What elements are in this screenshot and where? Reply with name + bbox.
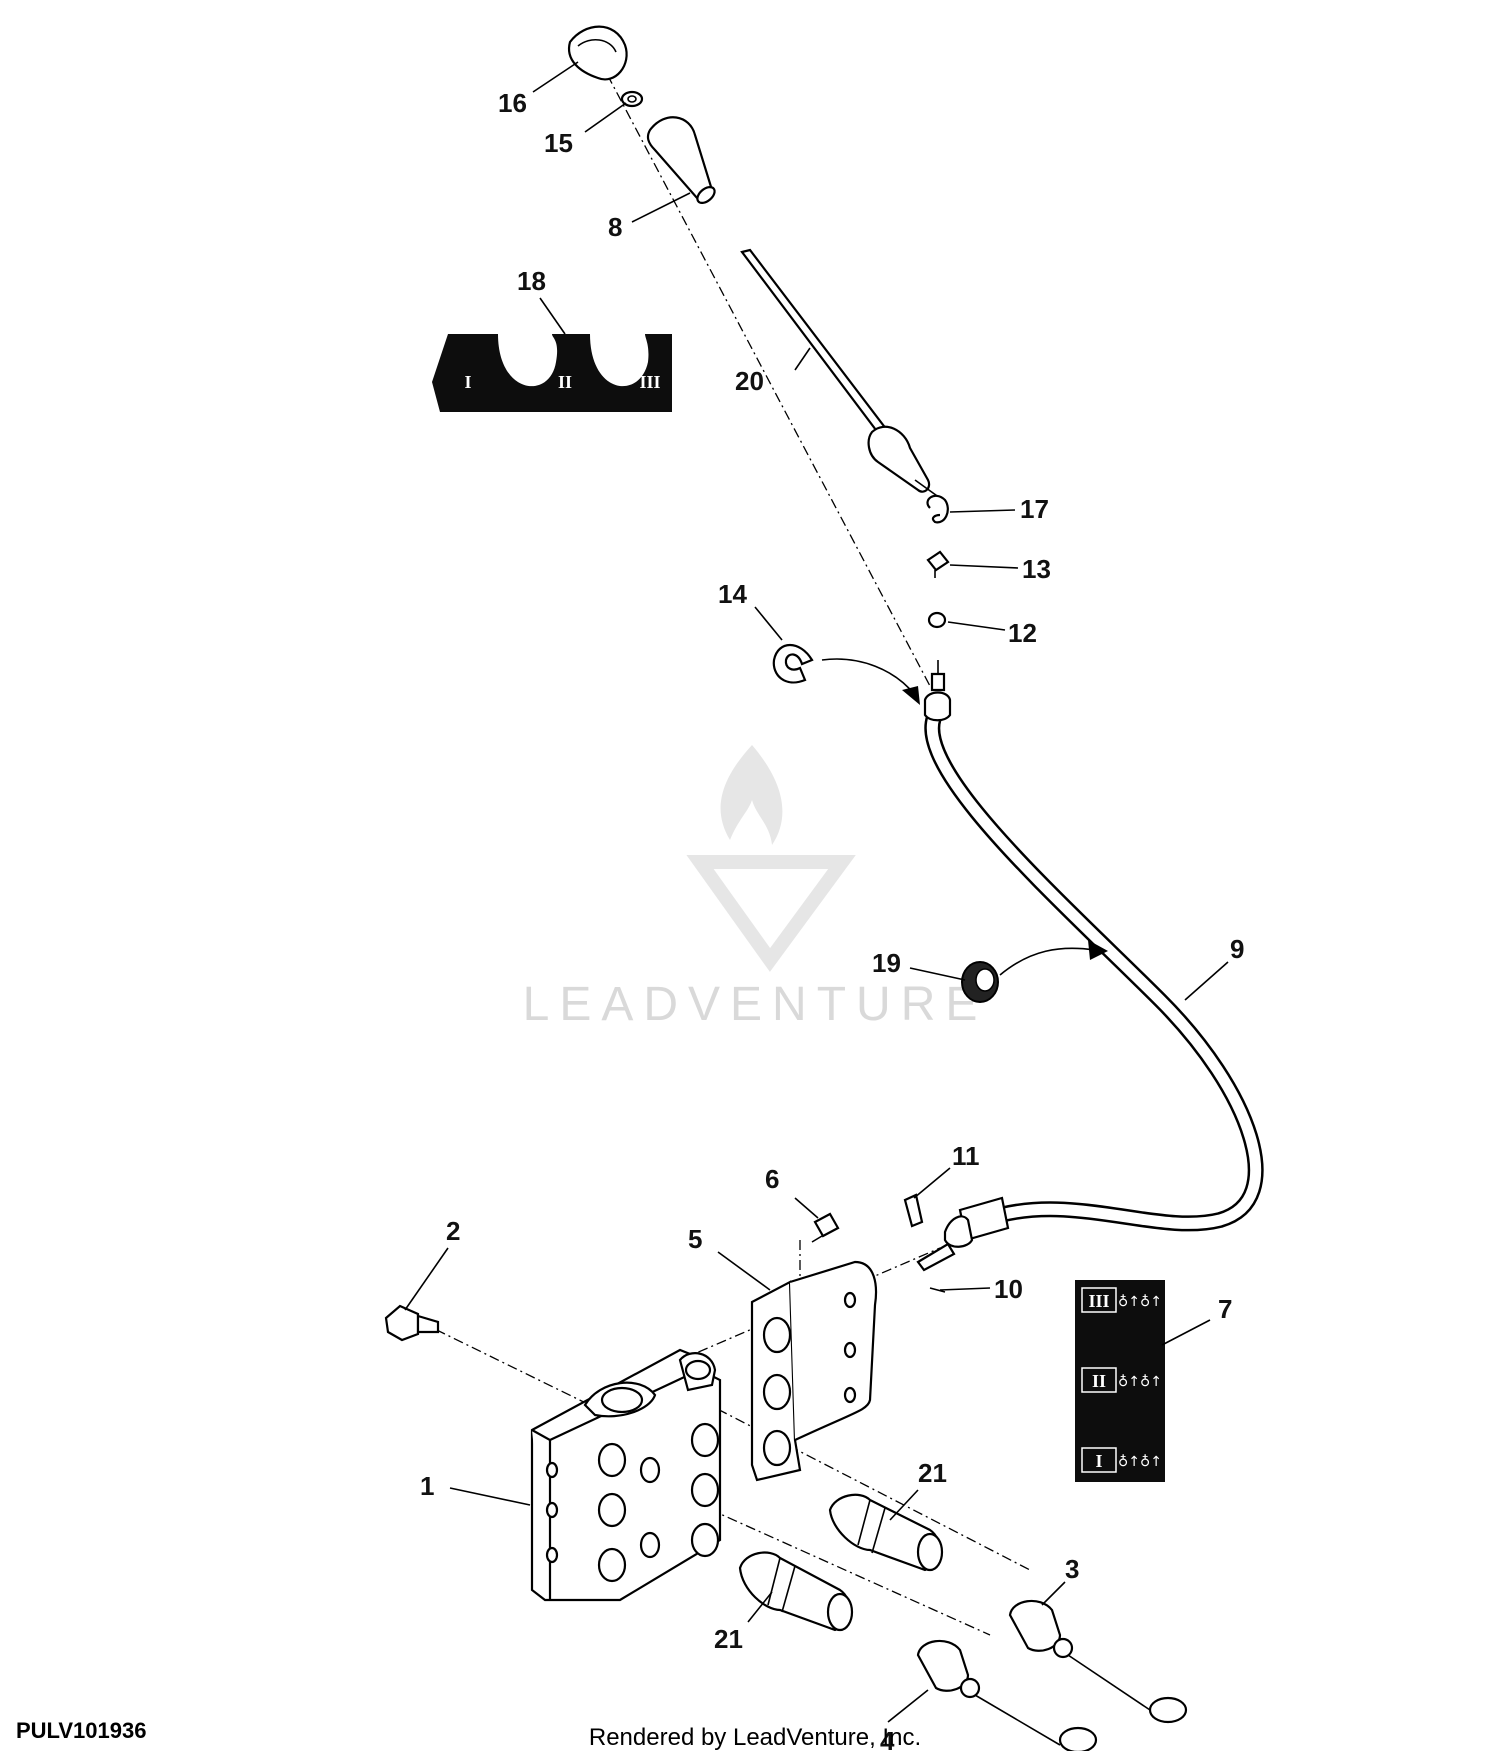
- callout-17: 17: [1020, 494, 1049, 524]
- part-14-retaining-clip: [772, 644, 814, 684]
- decal-7-roman-2: II: [1092, 1371, 1106, 1391]
- rendered-by: Rendered by LeadVenture, Inc.: [589, 1724, 921, 1751]
- part-19-grommet: [961, 961, 999, 1003]
- part-9-cable: [916, 660, 1264, 1272]
- arrow-19-to-cable: [999, 947, 1096, 976]
- callout-20: 20: [735, 366, 764, 396]
- arrow-head-14: [902, 686, 920, 705]
- part-6-bolt: [811, 1212, 840, 1243]
- part-10-cotter: [929, 1287, 946, 1293]
- callout-14: 14: [718, 579, 747, 609]
- part-12-washer: [927, 611, 947, 629]
- arrow-14-to-cable: [821, 658, 916, 696]
- callout-12: 12: [1008, 618, 1037, 648]
- callout-10: 10: [994, 1274, 1023, 1304]
- arrow-head-19: [1088, 940, 1108, 960]
- part-4-dust-cap: [916, 1639, 1098, 1751]
- diagram-id: PULV101936: [16, 1718, 146, 1743]
- leader-lines: [404, 61, 1229, 1723]
- part-20-lever-rod: [740, 248, 941, 499]
- decal-18-roman-3: III: [639, 372, 660, 392]
- callout-21-upper: 21: [918, 1458, 947, 1488]
- callout-7: 7: [1218, 1294, 1232, 1324]
- part-5-bracket: [750, 1260, 878, 1482]
- part-3-dust-cap: [1008, 1599, 1188, 1724]
- decal-7-roman-1: I: [1095, 1451, 1102, 1471]
- callout-15: 15: [544, 128, 573, 158]
- decal-7-symbol-3: ♁↑♁↑: [1118, 1294, 1162, 1310]
- decal-18-roman-1: I: [464, 372, 471, 392]
- watermark-logo: [686, 745, 856, 972]
- callout-6: 6: [765, 1164, 779, 1194]
- decal-7-symbol-1: ♁↑♁↑: [1118, 1454, 1162, 1470]
- callout-3: 3: [1065, 1554, 1079, 1584]
- decal-18-roman-2: II: [558, 372, 572, 392]
- decal-7-symbol-2: ♁↑♁↑: [1118, 1374, 1162, 1390]
- callout-2: 2: [446, 1216, 460, 1246]
- part-16-knob-cap: [567, 25, 628, 81]
- callout-19: 19: [872, 948, 901, 978]
- part-1-valve-body: [530, 1348, 722, 1602]
- watermark: LEADVENTURE: [523, 745, 988, 1031]
- part-11-pin: [903, 1193, 924, 1228]
- callouts: 16 15 8 18 20 17 13 12 14 19 9 11 10 6 5…: [420, 88, 1244, 1751]
- part-18-decal: I II III: [432, 334, 672, 412]
- callout-13: 13: [1022, 554, 1051, 584]
- part-7-decal: III ♁↑♁↑ II ♁↑♁↑ I ♁↑♁↑: [1075, 1280, 1165, 1482]
- callout-9: 9: [1230, 934, 1244, 964]
- callout-5: 5: [688, 1224, 702, 1254]
- callout-1: 1: [420, 1471, 434, 1501]
- part-15-nut: [620, 90, 644, 108]
- callout-18: 18: [517, 266, 546, 296]
- callout-11: 11: [952, 1141, 980, 1171]
- part-2-bolt: [384, 1304, 440, 1342]
- watermark-text: LEADVENTURE: [523, 978, 988, 1031]
- callout-21-lower: 21: [714, 1624, 743, 1654]
- callout-8: 8: [608, 212, 622, 242]
- decal-7-roman-3: III: [1088, 1291, 1109, 1311]
- part-21-coupler-lower: [738, 1551, 854, 1632]
- part-17-clip: [926, 494, 949, 524]
- callout-4: 4: [880, 1726, 895, 1751]
- part-13-pin: [926, 550, 950, 578]
- part-21-coupler-upper: [828, 1493, 944, 1572]
- callout-16: 16: [498, 88, 527, 118]
- part-8-handle-grip: [646, 116, 716, 205]
